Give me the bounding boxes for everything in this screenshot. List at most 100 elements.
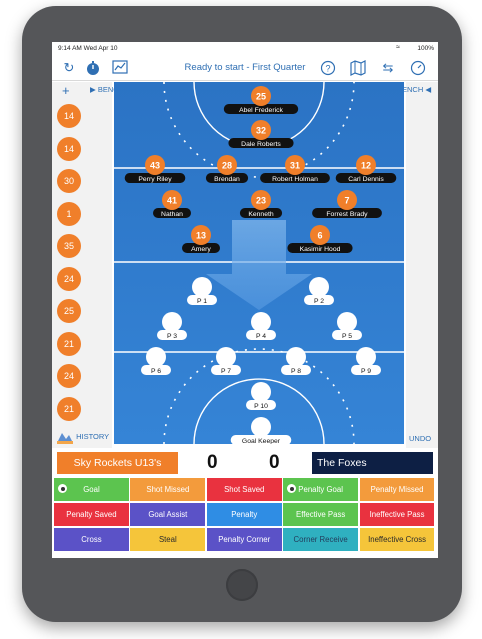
- right-column: [406, 82, 438, 448]
- bench-player[interactable]: 24: [57, 266, 81, 291]
- opponent-name: Carl Dennis: [348, 176, 384, 183]
- home-team-name[interactable]: Sky Rockets U13's: [57, 452, 178, 474]
- help-icon[interactable]: ?: [320, 60, 336, 76]
- action-ineffective-cross-button[interactable]: Ineffective Cross: [359, 528, 435, 551]
- empty-slot-badge: [337, 312, 357, 332]
- position-slot[interactable]: P 10: [246, 382, 276, 410]
- action-goal-button[interactable]: Goal: [54, 478, 129, 501]
- action-penalty-missed-button[interactable]: Penalty Missed: [359, 478, 435, 501]
- action-ineffective-pass-button[interactable]: Ineffective Pass: [359, 503, 435, 526]
- position-pill: [246, 330, 276, 340]
- player-number-badge: [162, 190, 182, 210]
- history-icon: [57, 433, 73, 444]
- action-shot-missed-button[interactable]: Shot Missed: [130, 478, 206, 501]
- home-button[interactable]: [226, 569, 258, 601]
- empty-slot-badge: [162, 312, 182, 332]
- action-label: Shot Missed: [146, 485, 190, 494]
- action-goal-assist-button[interactable]: Goal Assist: [130, 503, 206, 526]
- action-cross-button[interactable]: Cross: [54, 528, 129, 551]
- opponent-name: Kenneth: [248, 211, 274, 218]
- history-button[interactable]: HISTORY: [56, 430, 109, 444]
- scoreboard: Sky Rockets U13's 0 0 The Foxes: [52, 452, 438, 474]
- action-penalty-saved-button[interactable]: Penalty Saved: [54, 503, 129, 526]
- position-label: P 5: [342, 333, 352, 340]
- undo-button[interactable]: UNDO: [409, 434, 432, 443]
- action-shot-saved-button[interactable]: Shot Saved: [206, 478, 282, 501]
- player-number-badge: [356, 155, 376, 175]
- empty-slot-badge: [251, 312, 271, 332]
- position-slot[interactable]: P 7: [211, 347, 241, 375]
- bench-player[interactable]: 35: [57, 234, 81, 258]
- position-label: Goal Keeper: [242, 438, 281, 444]
- bench-player[interactable]: 24: [57, 364, 81, 388]
- opponent-name: Forrest Brady: [326, 211, 368, 218]
- action-corner-receive-button[interactable]: Corner Receive: [283, 528, 359, 551]
- position-slot[interactable]: P 6: [141, 347, 171, 375]
- position-pill: [246, 400, 276, 410]
- player-name-pill: [205, 173, 249, 183]
- action-penalty-goal-button[interactable]: Penalty Goal: [283, 478, 359, 501]
- add-player-icon[interactable]: +: [62, 83, 70, 98]
- gauge-icon[interactable]: [410, 60, 426, 76]
- player-number-badge: [145, 155, 165, 175]
- position-label: P 10: [254, 403, 268, 410]
- opponent-player[interactable]: Brendan 28: [205, 155, 249, 183]
- position-slot[interactable]: P 4: [246, 312, 276, 340]
- bench-player[interactable]: 21: [57, 331, 81, 356]
- away-score: 0: [269, 452, 280, 473]
- map-icon[interactable]: [350, 60, 366, 76]
- action-steal-button[interactable]: Steal: [130, 528, 206, 551]
- action-label: Cross: [81, 535, 102, 544]
- opponent-number: 28: [222, 161, 232, 171]
- position-slot[interactable]: P 1: [187, 277, 217, 305]
- empty-slot-badge: [192, 277, 212, 297]
- position-pill: [281, 365, 311, 375]
- bench-player[interactable]: 14: [57, 136, 81, 161]
- player-name-pill: [312, 208, 382, 218]
- position-slot[interactable]: P 3: [157, 312, 187, 340]
- attack-direction-arrow: [206, 220, 312, 310]
- position-slot[interactable]: P 8: [281, 347, 311, 375]
- position-slot[interactable]: P 2: [304, 277, 334, 305]
- action-penalty-corner-button[interactable]: Penalty Corner: [206, 528, 282, 551]
- opponent-name: Brendan: [214, 176, 240, 183]
- player-number-badge: [251, 120, 271, 140]
- position-slot[interactable]: P 5: [332, 312, 362, 340]
- position-slot[interactable]: P 9: [351, 347, 381, 375]
- bench-player[interactable]: 25: [57, 299, 81, 323]
- opponent-name: Kasimir Hood: [300, 246, 341, 253]
- player-number-badge: [310, 225, 330, 245]
- bench-left-button[interactable]: ▶ BENCH: [90, 85, 125, 94]
- bench-right-button[interactable]: BENCH ◀: [397, 85, 432, 94]
- history-label: HISTORY: [76, 431, 110, 441]
- bench-player[interactable]: 30: [57, 169, 81, 193]
- bench-player[interactable]: 14: [57, 104, 81, 128]
- swap-icon[interactable]: ⇆: [382, 60, 394, 75]
- action-penalty-button[interactable]: Penalty: [206, 503, 282, 526]
- stats-chart-icon[interactable]: [112, 60, 128, 76]
- bench-player[interactable]: 1: [57, 201, 81, 226]
- position-label: P 4: [256, 333, 266, 340]
- action-label: Steal: [158, 535, 177, 544]
- bench-player[interactable]: 21: [57, 396, 81, 421]
- refresh-icon[interactable]: ↻: [63, 60, 75, 75]
- position-label: P 3: [167, 333, 177, 340]
- away-team-name[interactable]: The Foxes: [312, 452, 433, 474]
- stopwatch-icon[interactable]: [85, 60, 101, 76]
- player-name-pill: [223, 104, 299, 114]
- action-effective-pass-button[interactable]: Effective Pass: [283, 503, 359, 526]
- position-label: P 9: [361, 368, 371, 375]
- position-slot[interactable]: Goal Keeper: [230, 417, 292, 444]
- app-screen: 9:14 AM Wed Apr 10 ≈ 100% ↻ Ready to sta…: [52, 42, 438, 558]
- empty-slot-badge: [309, 277, 329, 297]
